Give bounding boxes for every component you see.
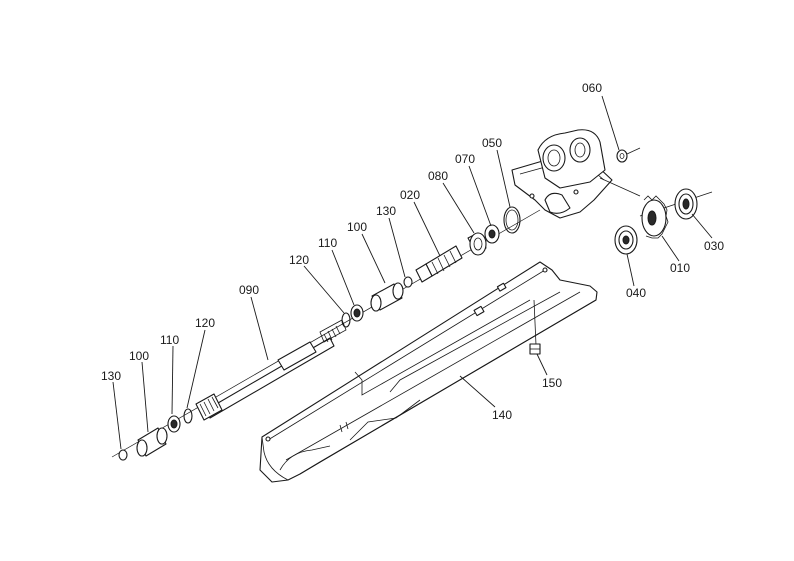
callout-010: 010	[670, 261, 690, 275]
callout-140: 140	[492, 408, 512, 422]
callout-110-upper: 110	[318, 236, 337, 250]
coupling-sleeve-100-upper	[370, 282, 404, 312]
callout-040: 040	[626, 286, 646, 300]
gear-010	[641, 195, 669, 239]
callout-100-lower: 100	[129, 349, 149, 363]
callout-130-lower: 130	[101, 369, 121, 383]
callout-120-upper: 120	[289, 253, 309, 267]
callout-020: 020	[400, 188, 420, 202]
shaft-housing-140	[259, 261, 598, 483]
gearbox-housing	[511, 129, 641, 219]
o-ring-130-upper	[403, 276, 413, 288]
callout-090: 090	[239, 283, 259, 297]
bearing-040	[614, 225, 638, 255]
snap-ring-120-lower	[183, 408, 193, 424]
callout-080: 080	[428, 169, 448, 183]
callout-030: 030	[704, 239, 724, 253]
callout-110-lower: 110	[160, 333, 179, 347]
callout-150: 150	[542, 376, 562, 390]
leader-lines	[112, 95, 713, 450]
callout-130-upper: 130	[376, 204, 396, 218]
coupling-sleeve-100-lower	[136, 427, 168, 457]
callout-060: 060	[582, 81, 602, 95]
pinion-shaft-020	[415, 245, 463, 283]
snap-ring-050	[503, 206, 521, 234]
drive-axis-line	[111, 209, 541, 458]
bearing-070	[484, 224, 500, 244]
callout-050: 050	[482, 136, 502, 150]
callout-120-lower: 120	[195, 316, 215, 330]
drive-shaft-090	[195, 319, 347, 421]
callout-070: 070	[455, 152, 475, 166]
bearing-080	[467, 232, 487, 256]
bearing-110-upper	[350, 304, 364, 322]
washer-060	[616, 147, 641, 163]
bolt-150	[529, 299, 541, 355]
callout-100-upper: 100	[347, 220, 367, 234]
bearing-110-lower	[167, 415, 181, 433]
o-ring-130-lower	[118, 449, 128, 461]
callout-labels: 060 050 070 080 020 130 100 110 120 090 …	[101, 81, 724, 422]
